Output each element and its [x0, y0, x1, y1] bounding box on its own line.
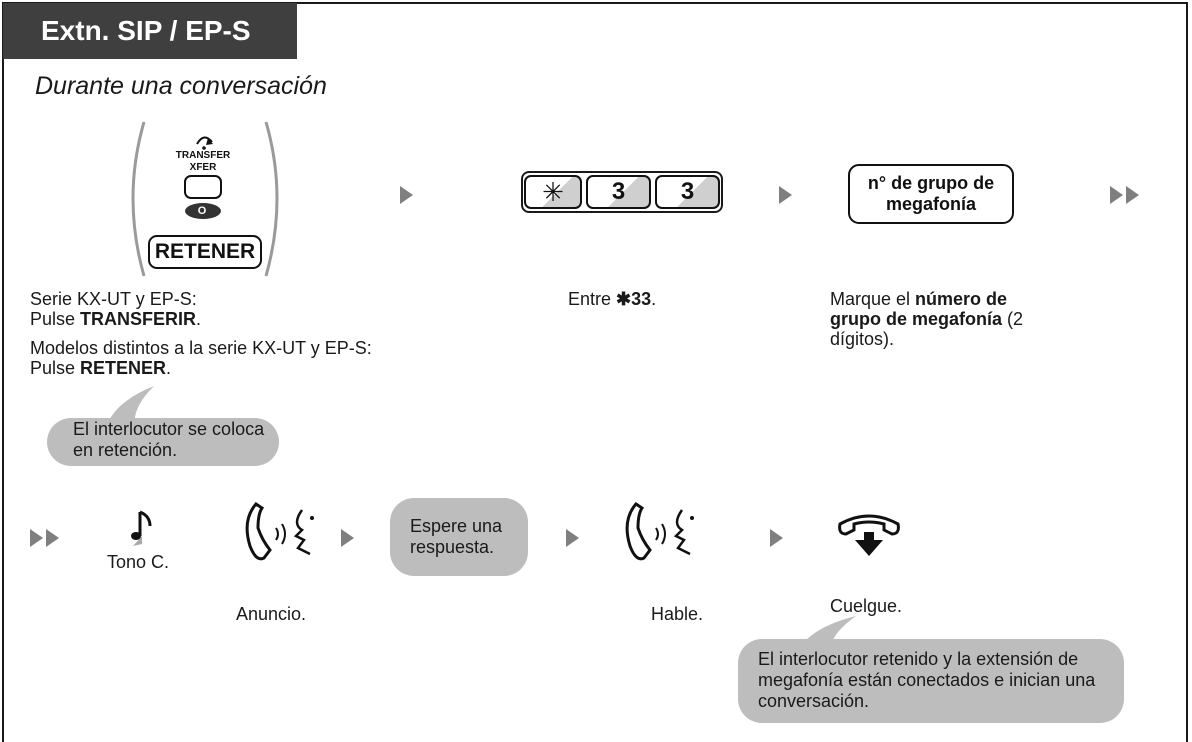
handset-talking-icon	[625, 502, 694, 561]
arrow-right-icon	[400, 186, 413, 204]
double-arrow-right-icon	[30, 529, 43, 547]
key-3-first: 3	[586, 175, 651, 209]
hold-key: RETENER	[148, 235, 262, 269]
hangup-label: Cuelgue.	[830, 596, 903, 616]
arrow-right-icon	[770, 529, 783, 547]
subtitle: Durante una conversación	[35, 72, 327, 100]
dial-keys-group	[521, 171, 723, 213]
tone-label: Tono C.	[107, 552, 170, 572]
connected-bubble: El interlocutor retenido y la extensión …	[738, 639, 1124, 723]
step1-line3: Modelos distintos a la serie KX-UT y EP-…	[30, 338, 372, 358]
key-3-second: 3	[655, 175, 720, 209]
double-arrow-right-icon-second	[46, 529, 59, 547]
talk-label: Hable.	[651, 604, 704, 624]
on-hold-bubble: El interlocutor se coloca en retención.	[47, 418, 279, 466]
header-title: Extn. SIP / EP-S	[41, 15, 251, 46]
xfer-label: XFER	[189, 162, 217, 173]
step1-line1: Serie KX-UT y EP-S:	[30, 289, 197, 309]
step1-line2: Pulse TRANSFERIR.	[30, 309, 202, 329]
arrow-right-icon	[341, 529, 354, 547]
step2-caption: Entre ✱33.	[568, 289, 657, 309]
step3-caption: Marque el número de grupo de megafonía (…	[830, 289, 1024, 349]
transfer-hold-keys-icon	[131, 121, 279, 277]
step1-line4: Pulse RETENER.	[30, 358, 172, 378]
wait-response-bubble: Espere una respuesta.	[390, 498, 528, 576]
arrow-right-icon	[566, 529, 579, 547]
bubble-tail	[106, 386, 154, 428]
announce-label: Anuncio.	[236, 604, 307, 624]
music-note-icon	[131, 510, 152, 546]
arrow-right-icon	[779, 186, 792, 204]
handset-talking-icon	[245, 502, 314, 561]
hang-up-icon	[838, 514, 900, 556]
transfer-label: TRANSFER	[175, 150, 231, 161]
header-tab: Extn. SIP / EP-S	[3, 3, 297, 59]
double-arrow-right-icon-second	[1126, 186, 1139, 204]
hold-key-mark: O	[197, 205, 207, 217]
star-key: ✳	[524, 175, 582, 209]
paging-group-number-box: n° de grupo de megafonía	[848, 164, 1014, 224]
double-arrow-right-icon	[1110, 186, 1123, 204]
